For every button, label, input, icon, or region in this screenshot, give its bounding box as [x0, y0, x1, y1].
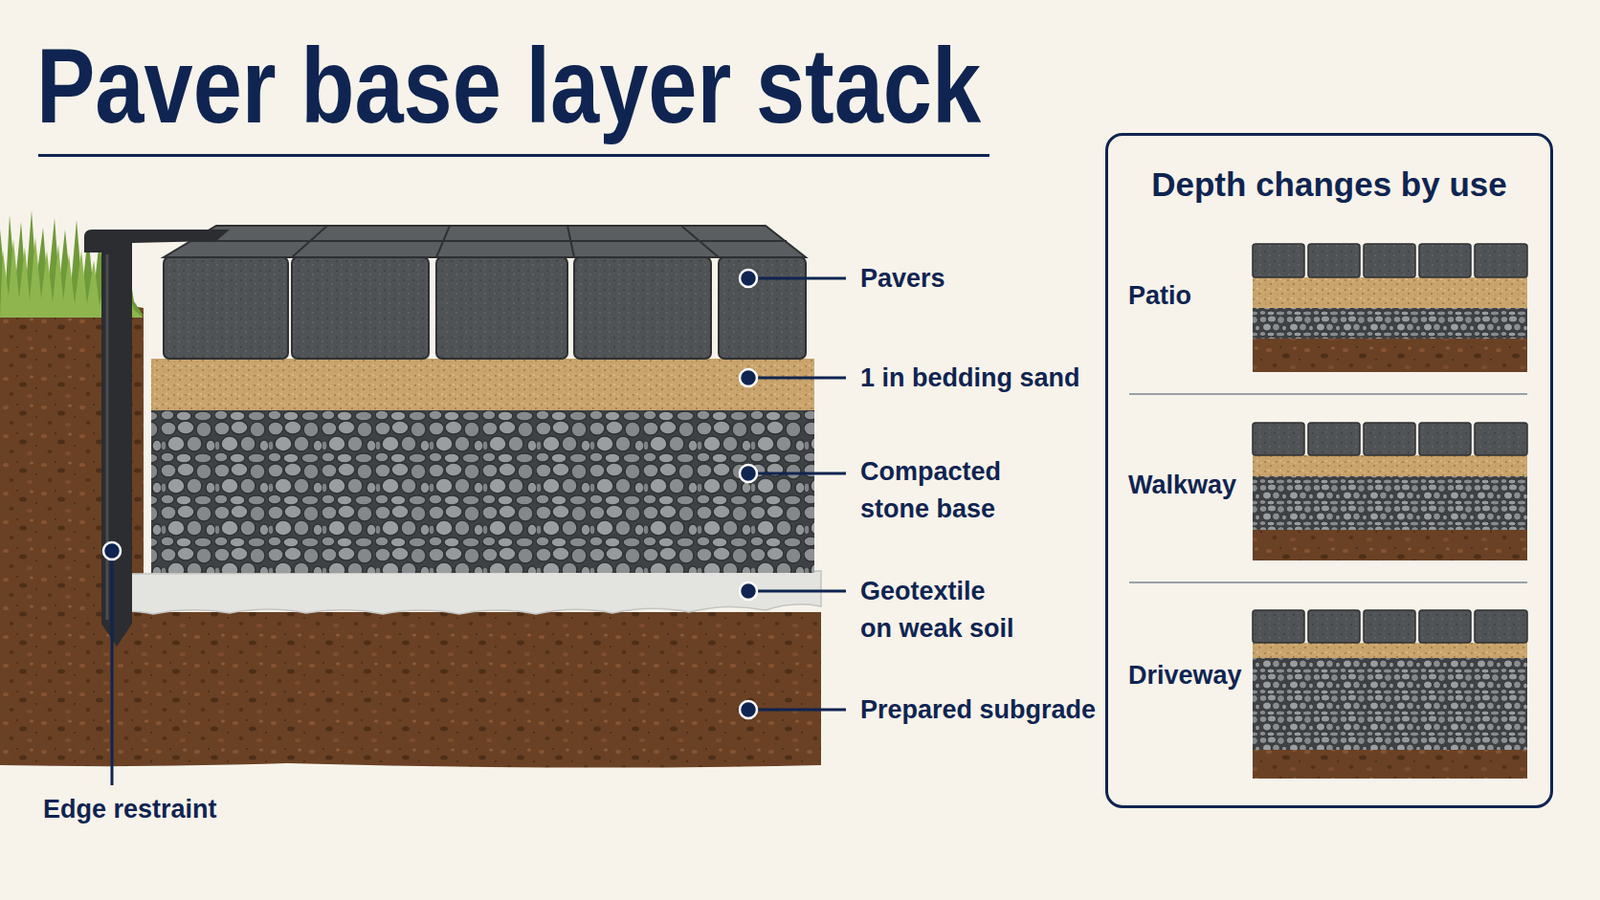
- mini-paver: [1363, 610, 1416, 644]
- mini-soil: [1252, 530, 1528, 561]
- mini-sand: [1252, 643, 1528, 659]
- bedding-sand: [151, 358, 815, 411]
- paver-seam: [291, 225, 328, 258]
- layer-label: Geotextile on weak soil: [860, 573, 1019, 648]
- mini-paver: [1474, 610, 1528, 644]
- title-underline: [38, 154, 990, 157]
- mini-paver: [1419, 244, 1471, 278]
- mini-paver: [1308, 422, 1360, 456]
- leader-line: [748, 472, 846, 476]
- leader-dot: [103, 542, 121, 560]
- leader-dot: [739, 701, 757, 719]
- leader-line: [111, 551, 114, 786]
- leader-dot: [739, 269, 757, 288]
- mini-stone: [1252, 308, 1528, 339]
- panel-heading: Depth changes by use: [1108, 165, 1551, 204]
- paver-top: [163, 225, 806, 258]
- leader-line: [748, 277, 846, 281]
- mini-paver: [1419, 422, 1471, 456]
- leader-line: [748, 709, 846, 712]
- mini-paver: [1308, 610, 1360, 644]
- mini-stone: [1252, 476, 1528, 531]
- geotextile: [122, 571, 822, 615]
- mini-sand: [1252, 455, 1528, 477]
- mini-paver: [1252, 610, 1305, 644]
- paver-seam: [681, 225, 719, 258]
- paver: [718, 257, 806, 359]
- mini-sand: [1252, 277, 1528, 309]
- row-label: Patio: [1128, 279, 1192, 312]
- layer-label: Edge restraint: [43, 792, 218, 827]
- diagram-title: Paver base layer stack: [36, 32, 981, 138]
- row-label: Walkway: [1128, 468, 1237, 502]
- row-separator: [1129, 393, 1528, 396]
- paver: [436, 257, 568, 359]
- mini-pavers: [1252, 610, 1528, 644]
- mini-pavers: [1252, 244, 1528, 278]
- mini-stack: [1252, 422, 1528, 561]
- row-label: Driveway: [1128, 659, 1243, 692]
- leader-dot: [739, 369, 757, 387]
- mini-stack: [1252, 244, 1528, 373]
- mini-soil: [1252, 750, 1528, 779]
- paver-seam: [567, 225, 575, 258]
- paver-seam: [436, 225, 450, 258]
- row-separator: [1129, 581, 1528, 584]
- paver: [163, 257, 289, 359]
- mini-paver: [1252, 422, 1305, 456]
- leader-dots: [103, 269, 757, 719]
- leader-lines: [111, 278, 846, 786]
- leader-dot: [739, 582, 757, 600]
- leader-line: [748, 377, 846, 380]
- layer-label: 1 in bedding sand: [860, 360, 1081, 396]
- mini-paver: [1474, 422, 1528, 456]
- panel-box: Depth changes by usePatioWalkwayDriveway: [1105, 133, 1554, 809]
- paver: [574, 257, 712, 359]
- edge-restraint: [84, 229, 230, 647]
- mini-paver: [1363, 422, 1416, 456]
- mini-soil: [1252, 338, 1528, 373]
- layer-label: Pavers: [860, 261, 946, 296]
- mini-paver: [1474, 244, 1528, 278]
- restraint-highlight: [106, 254, 110, 621]
- leader-line: [748, 590, 846, 594]
- mini-stone: [1252, 658, 1528, 751]
- leader-dot: [739, 465, 757, 483]
- layer-label: Compacted stone base: [860, 453, 1033, 529]
- mini-stack: [1252, 610, 1528, 779]
- mini-paver: [1252, 244, 1305, 278]
- mini-pavers: [1252, 422, 1528, 456]
- mini-paver: [1363, 244, 1416, 278]
- mini-paver: [1419, 610, 1471, 644]
- layer-label: Prepared subgrade: [860, 692, 1096, 728]
- paver: [291, 257, 429, 359]
- stone-base: [151, 410, 815, 574]
- mini-paver: [1308, 244, 1360, 278]
